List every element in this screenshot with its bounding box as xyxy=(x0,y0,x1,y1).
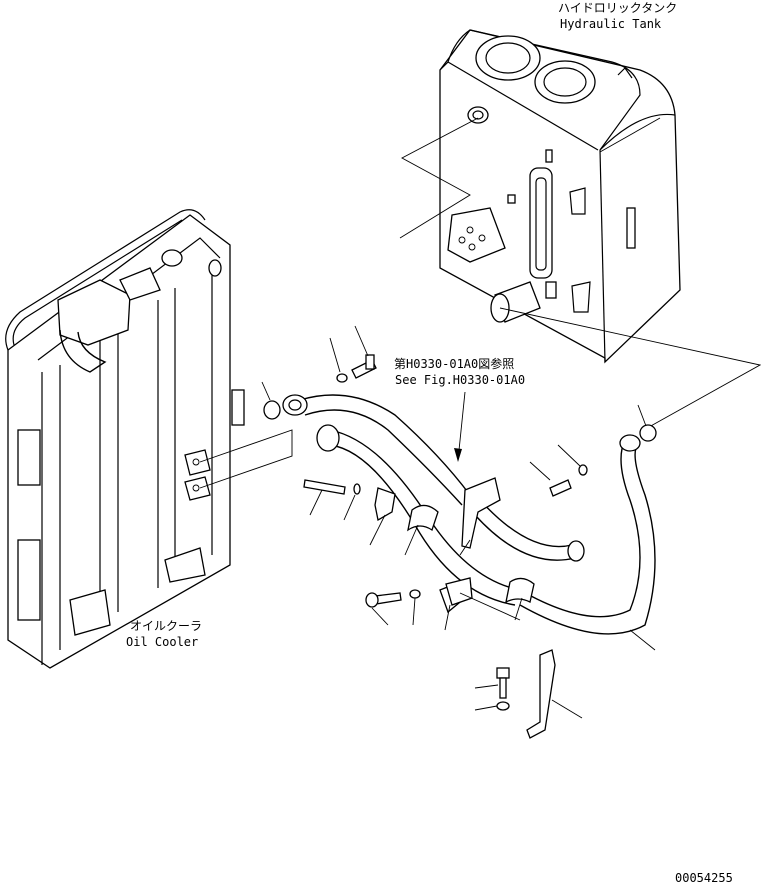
bolt xyxy=(549,479,572,497)
hose-assembly xyxy=(282,394,656,635)
hydraulic-tank-label-en: Hydraulic Tank xyxy=(560,17,662,31)
hose-clamp xyxy=(407,504,439,532)
callout-lines xyxy=(261,325,656,719)
support-bracket xyxy=(526,649,556,739)
drawing-number: 00054255 xyxy=(675,871,733,885)
hose-clamp xyxy=(505,577,535,604)
hose-bracket xyxy=(461,477,501,549)
small-parts xyxy=(263,354,657,739)
hose-fitting xyxy=(282,394,308,416)
hydraulic-tank-label-jp: ハイドロリックタンク xyxy=(558,1,677,15)
oil-cooler-label-jp: オイルクーラ xyxy=(130,619,202,633)
hydraulic-tank xyxy=(439,29,681,364)
bolt-head xyxy=(496,667,510,679)
sight-gauge xyxy=(529,167,553,279)
bolt xyxy=(374,592,402,605)
oil-cooler xyxy=(5,209,245,669)
see-fig-label-en: See Fig.H0330-01A0 xyxy=(395,373,525,387)
access-cover xyxy=(447,207,506,263)
see-fig-label-jp: 第H0330-01A0図参照 xyxy=(394,356,514,371)
oil-cooler-label-en: Oil Cooler xyxy=(126,635,198,649)
plug xyxy=(263,400,281,420)
bolt xyxy=(303,479,346,495)
plug xyxy=(639,424,657,442)
